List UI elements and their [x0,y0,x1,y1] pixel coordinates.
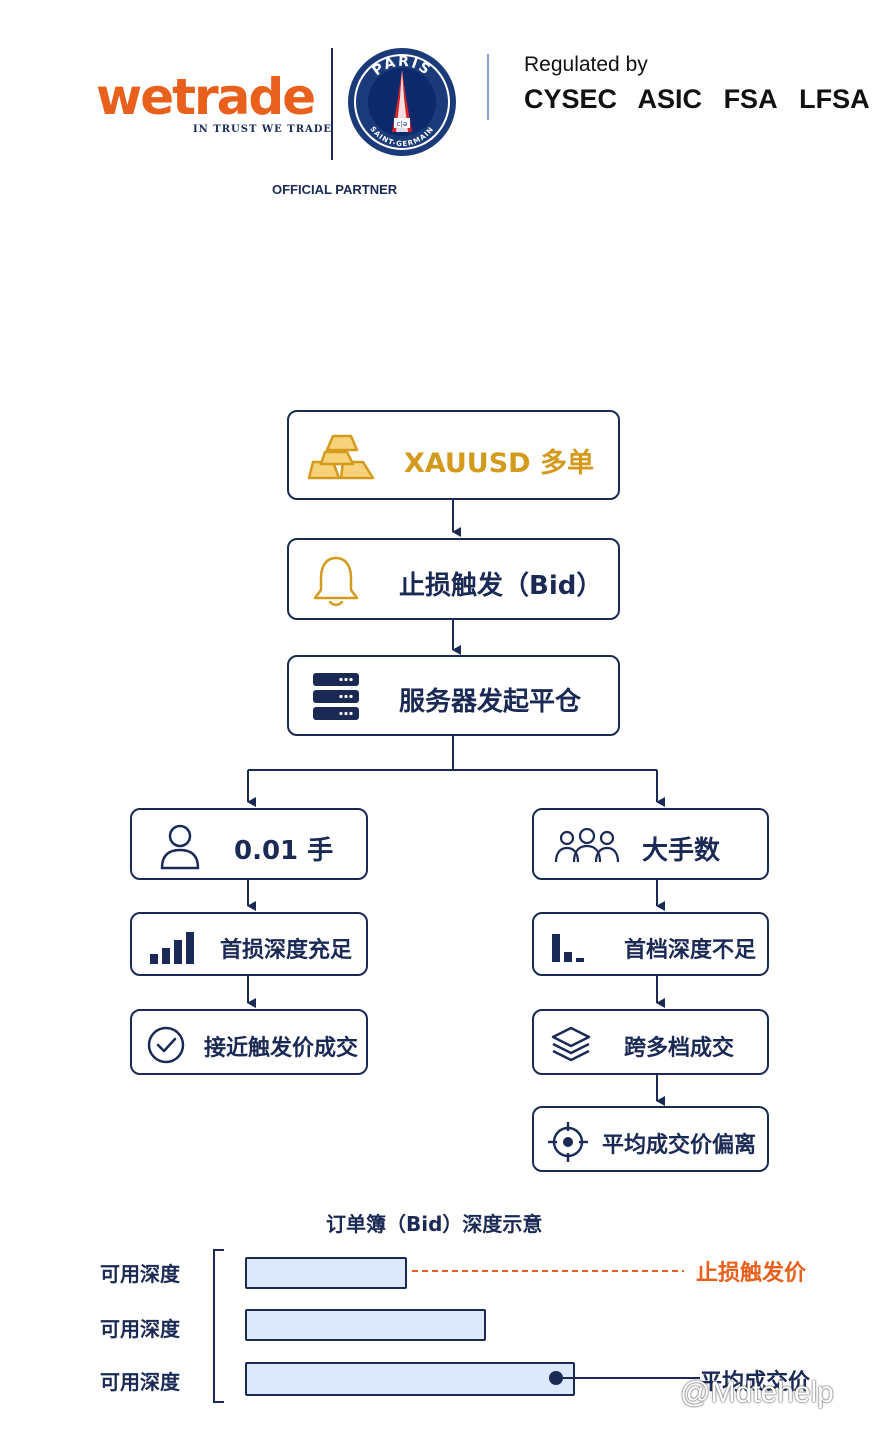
layers-icon [551,1026,591,1062]
small-lot-box: 0.01 手 [130,808,368,880]
depth-bar [245,1257,407,1289]
header-divider [331,48,333,160]
orderbook-row-label: 可用深度 [100,1262,180,1286]
brand-tagline: IN TRUST WE TRADE [193,124,333,135]
orderbook-row-label: 可用深度 [100,1370,180,1394]
depth-insufficient-box: 首档深度不足 [532,912,769,976]
stop-trigger-price-label: 止损触发价 [696,1261,807,1286]
user-icon [160,824,200,870]
cross-level-fill-box: 跨多档成交 [532,1009,769,1075]
server-box: 服务器发起平仓 [287,655,620,736]
trigger-box: 止损触发（Bid） [287,538,620,620]
avg-fill-price-label: 平均成交价 [700,1370,811,1395]
trigger-label: 止损触发（Bid） [399,571,603,601]
near-trigger-fill-label: 接近触发价成交 [204,1036,359,1061]
depth-sufficient-label: 首损深度充足 [220,938,353,963]
near-trigger-fill-box: 接近触发价成交 [130,1009,368,1075]
orderbook-title: 订单簿（Bid）深度示意 [326,1212,543,1236]
signal-bars-icon [150,932,194,964]
cross-level-fill-label: 跨多档成交 [624,1036,735,1061]
regulator-fsa: FSA [723,84,778,114]
order-label: XAUUSD 多单 [404,448,594,479]
large-lot-label: 大手数 [642,836,721,866]
watermark: @Mdtehelp [680,1376,834,1409]
large-lot-box: 大手数 [532,808,769,880]
order-box: XAUUSD 多单 [287,410,620,500]
avg-price-deviation-label: 平均成交价偏离 [602,1133,757,1158]
depth-insufficient-label: 首档深度不足 [624,938,757,963]
gold-bars-icon [307,434,375,480]
svg-text:c|ə: c|ə [397,120,408,128]
regulator-asic: ASIC [637,84,703,114]
target-crosshair-icon [548,1122,588,1162]
regulated-by-label: Regulated by [524,53,648,76]
regulator-cysec: CYSEC [524,84,618,114]
depth-sufficient-box: 首损深度充足 [130,912,368,976]
low-bars-icon [552,934,584,962]
avg-price-dot [549,1371,563,1385]
bell-icon [313,556,359,606]
users-group-icon [554,828,620,863]
avg-price-deviation-box: 平均成交价偏离 [532,1106,769,1172]
regulator-lfsa: LFSA [799,84,870,114]
small-lot-label: 0.01 手 [234,836,334,866]
header-divider-2 [487,54,489,120]
server-icon [313,673,359,720]
orderbook-row-label: 可用深度 [100,1317,180,1341]
wetrade-logo: wetrade [96,68,316,126]
check-circle-icon [147,1026,185,1064]
official-partner-label: OFFICIAL PARTNER [272,182,398,197]
psg-crest-icon: c|ə PARIS SAINT-GERMAIN [348,48,456,156]
server-label: 服务器发起平仓 [399,687,582,717]
depth-bar [245,1309,486,1341]
regulator-list: CYSEC ASIC FSA LFSA [524,84,884,115]
